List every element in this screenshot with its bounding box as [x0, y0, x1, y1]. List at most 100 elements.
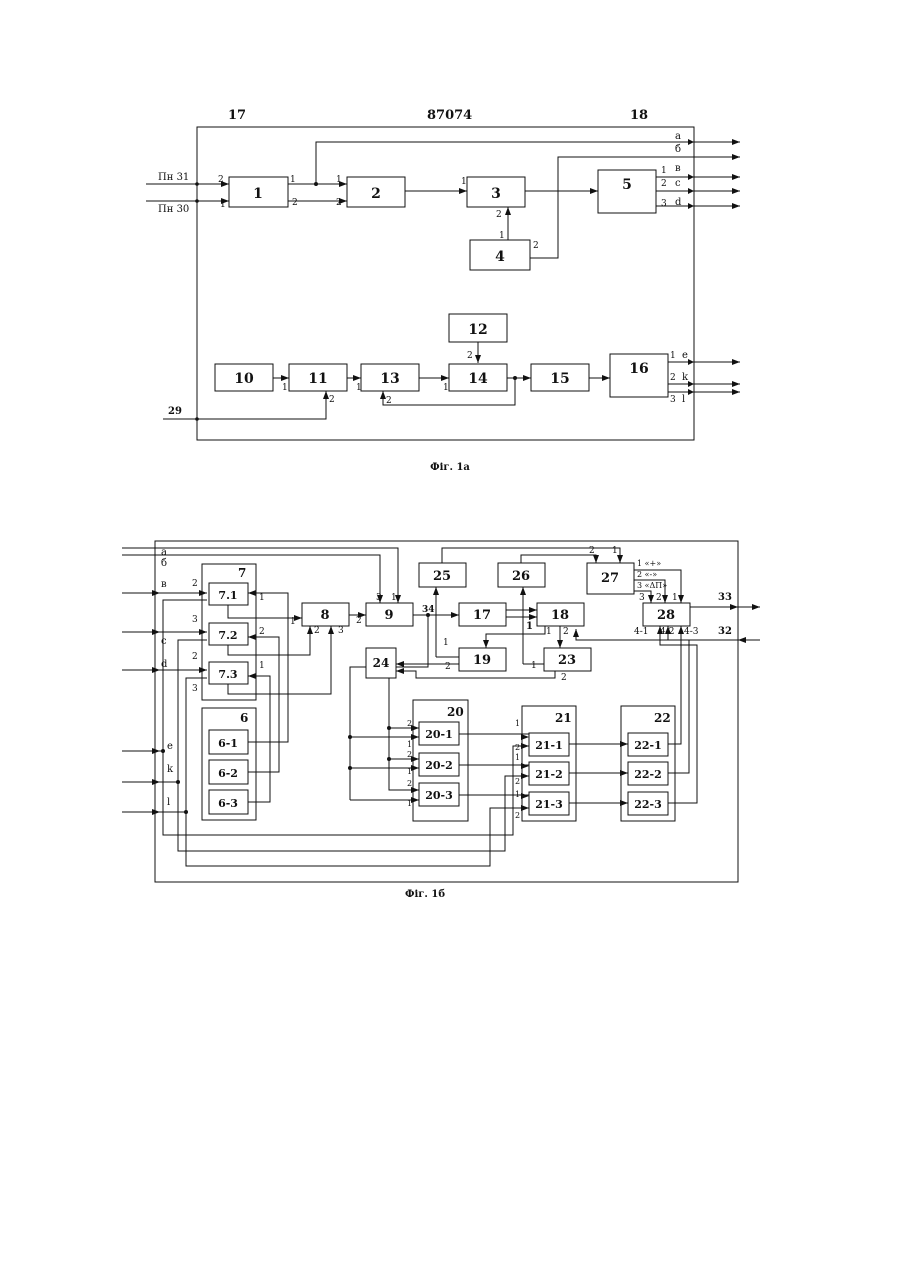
arrow — [590, 188, 598, 194]
svg-text:2: 2 — [192, 652, 198, 662]
fig1b-input-e: e — [167, 741, 173, 752]
svg-text:2: 2 — [515, 811, 520, 820]
svg-text:2: 2 — [561, 673, 567, 683]
fig1b-input-d: d — [161, 659, 168, 670]
svg-text:1: 1 — [461, 177, 467, 187]
fig1b-label-27-out2: 2 «-» — [637, 570, 657, 579]
fig1a-output-k: k — [682, 372, 689, 383]
block-label: 18 — [551, 608, 569, 623]
svg-text:2: 2 — [589, 546, 595, 556]
fig1a-output-b: б — [675, 144, 681, 155]
svg-text:2: 2 — [445, 662, 451, 672]
svg-text:2: 2 — [515, 777, 520, 786]
block-label: 3 — [491, 186, 501, 202]
block-label: 22-2 — [634, 768, 662, 781]
fig1b-input-b: б — [161, 558, 167, 569]
block-label: 6-3 — [218, 797, 238, 810]
svg-text:3: 3 — [661, 199, 667, 209]
svg-text:1: 1 — [515, 790, 520, 799]
figure-1a: Пн 31 Пн 30 2 1 1 1 2 1 2 2 1 3 4 2 1 2 — [146, 127, 740, 473]
block-label: 12 — [468, 322, 487, 338]
svg-text:2: 2 — [670, 373, 676, 383]
fig1b-input-l: l — [167, 797, 170, 808]
block-label: 6 — [240, 711, 248, 725]
arrow — [505, 207, 511, 215]
block-label: 7 — [238, 566, 246, 580]
svg-text:2: 2 — [314, 626, 320, 636]
junction-dot — [195, 199, 199, 203]
svg-text:2: 2 — [336, 198, 342, 208]
svg-text:1: 1 — [391, 593, 397, 603]
svg-text:3: 3 — [376, 593, 382, 603]
block-label: 13 — [380, 371, 399, 387]
svg-text:2: 2 — [192, 579, 198, 589]
svg-text:1: 1 — [220, 200, 226, 210]
svg-text:1: 1 — [259, 661, 265, 671]
svg-text:1: 1 — [672, 593, 678, 603]
fig1b-input-k: k — [167, 764, 174, 775]
fig1a-caption: Фіг. 1а — [430, 462, 470, 473]
svg-text:1: 1 — [443, 383, 449, 393]
block-label: 17 — [473, 608, 491, 623]
fig1a-input-pn31: Пн 31 — [158, 172, 189, 183]
svg-text:2: 2 — [656, 593, 662, 603]
block-label: 21-1 — [535, 739, 563, 752]
block-label: 22-3 — [634, 798, 662, 811]
svg-text:3: 3 — [192, 684, 198, 694]
block-label: 20-3 — [425, 789, 453, 802]
figure-1b: а б 3 1 в c d 7 7.1 7.2 7.3 2 3 2 3 6 6-… — [122, 541, 760, 900]
svg-text:3: 3 — [192, 615, 198, 625]
block-label: 6-2 — [218, 767, 238, 780]
wire — [656, 177, 740, 206]
fig1b-label-4-1: 4-1 — [634, 627, 649, 637]
svg-text:1: 1 — [546, 627, 552, 637]
block-label: 28 — [657, 608, 675, 623]
svg-text:1: 1 — [282, 383, 288, 393]
fig1a-output-l: l — [682, 394, 685, 405]
svg-text:2: 2 — [407, 779, 412, 788]
block-label: 21-2 — [535, 768, 563, 781]
svg-text:1: 1 — [515, 719, 520, 728]
block-label: 22-1 — [634, 739, 662, 752]
block-label: 7.3 — [218, 668, 237, 681]
svg-text:1: 1 — [407, 740, 412, 749]
svg-text:2: 2 — [407, 750, 412, 759]
svg-text:2: 2 — [407, 719, 412, 728]
block-label: 1 — [253, 186, 263, 202]
block-label: 9 — [384, 608, 393, 623]
fig1b-input-a: а — [161, 547, 167, 558]
svg-text:2: 2 — [356, 616, 362, 626]
header-right-page: 18 — [630, 108, 648, 123]
svg-text:1: 1 — [499, 231, 505, 241]
block-label: 27 — [601, 571, 619, 586]
svg-text:2: 2 — [515, 743, 520, 752]
block-label: 20 — [447, 705, 464, 719]
block-label: 11 — [308, 371, 327, 387]
svg-text:1: 1 — [515, 753, 520, 762]
block-label: 25 — [433, 569, 451, 584]
svg-text:1: 1 — [526, 621, 533, 632]
svg-text:2: 2 — [496, 210, 502, 220]
svg-text:3: 3 — [338, 626, 344, 636]
fig1b-label-27-out1: 1 «+» — [637, 559, 661, 568]
block-label: 22 — [654, 711, 671, 725]
header-patent-number: 87074 — [427, 108, 472, 123]
svg-text:1: 1 — [443, 638, 449, 648]
fig1a-input-pn30: Пн 30 — [158, 204, 189, 215]
header-left-page: 17 — [228, 108, 246, 123]
block-label: 6-1 — [218, 737, 238, 750]
block-label: 20-2 — [425, 759, 453, 772]
svg-text:1: 1 — [290, 617, 296, 627]
fig1b-input-v: в — [161, 579, 167, 590]
fig1b-label-4-3: 4-3 — [684, 627, 699, 637]
arrow — [459, 188, 467, 194]
svg-text:1: 1 — [259, 593, 265, 603]
svg-text:2: 2 — [661, 179, 667, 189]
block-label: 14 — [468, 371, 488, 387]
block-label: 19 — [473, 653, 491, 668]
block-label: 5 — [622, 177, 632, 193]
svg-text:3: 3 — [670, 395, 676, 405]
fig1a-output-c: c — [675, 178, 681, 189]
fig1a-input-29: 29 — [168, 406, 182, 417]
